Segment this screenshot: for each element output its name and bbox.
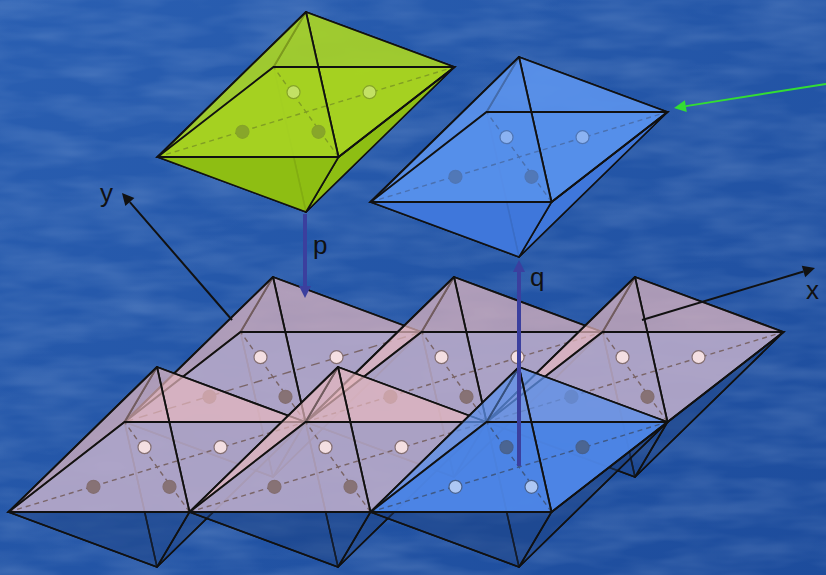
y-axis [122, 193, 232, 320]
axis-label: x [806, 277, 819, 303]
x-axis-head [802, 266, 815, 278]
arrow-q [513, 260, 525, 466]
octahedra-scene [9, 12, 826, 567]
arrow-label: p [313, 232, 327, 258]
lower-face [9, 512, 190, 567]
x-axis [642, 266, 815, 320]
pointer-arrow-shaft [686, 84, 826, 106]
lower-face [371, 202, 552, 257]
lower-face [158, 157, 339, 212]
y-axis-shaft [130, 202, 232, 320]
axis-label: y [100, 180, 113, 206]
pointer-arrow [674, 84, 826, 112]
y-axis-head [122, 193, 134, 206]
arrow-q-shaft [517, 272, 521, 466]
lower-face [371, 512, 552, 567]
arrow-p [299, 214, 311, 298]
arrow-p-shaft [303, 214, 307, 286]
x-axis-shaft [642, 271, 804, 320]
arrow-p-head [299, 286, 311, 298]
arrow-q-head [513, 260, 525, 272]
equator-edge [158, 67, 455, 157]
pointer-arrow-head [674, 100, 687, 112]
arrow-label: q [530, 264, 544, 290]
lower-face [190, 512, 371, 567]
equator-edge [371, 112, 668, 202]
octahedron [371, 57, 668, 257]
